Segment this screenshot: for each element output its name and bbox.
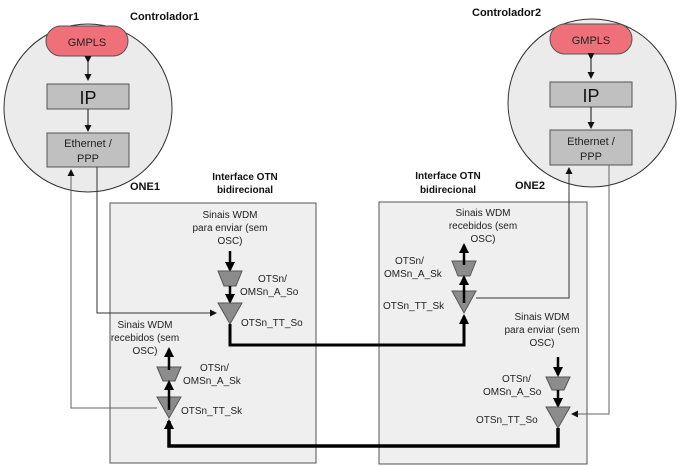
interface-2-title-line1: Interface OTN [415, 171, 481, 182]
controller-1-ethernet-line1: Ethernet / [64, 138, 113, 150]
interface-2-recv-line2: recebidos (sem [449, 221, 517, 232]
one1-label: ONE1 [130, 181, 160, 193]
interface-1-a-sk-adapter [156, 366, 182, 382]
interface-2-a-sk-adapter [451, 260, 477, 277]
interface-1-a-sk-line1: OTSn/ [200, 363, 229, 374]
controller-1-ethernet [46, 132, 130, 168]
interface-1-a-so-line1: OTSn/ [258, 274, 287, 285]
link-eth1-to-tt-so1 [96, 167, 217, 317]
interface-1-box [109, 202, 317, 464]
interface-1-recv-line1: Sinais WDM [117, 320, 172, 331]
interface-2-a-sk-line1: OTSn/ [395, 256, 424, 267]
interface-1-title-line1: Interface OTN [212, 172, 278, 183]
controller-2: Controlador2 GMPLS IP Ethernet / PPP ONE… [472, 7, 677, 192]
controller-1-ip-label: IP [79, 88, 96, 108]
interface-2-box [378, 201, 588, 465]
interface-1-tt-sk-label: OTSn_TT_Sk [181, 406, 243, 417]
interface-1-a-so-adapter [217, 270, 243, 287]
controller-1-title: Controlador1 [130, 11, 199, 23]
interface-1-recv-line2: recebidos (sem [111, 333, 179, 344]
optical-link-one2-to-one1 [164, 419, 560, 448]
controller-2-ip [549, 81, 633, 108]
interface-2-send-line1: Sinais WDM [514, 312, 569, 323]
interface-2-recv-line1: Sinais WDM [455, 208, 510, 219]
link-tt-sk2-to-eth2 [476, 167, 573, 299]
controller-1-ethernet-line2: PPP [77, 153, 99, 165]
interface-2-tt-so-label: OTSn_TT_So [476, 415, 538, 426]
controller-1-gmpls-label: GMPLS [68, 37, 107, 49]
interface-2: Interface OTN bidirecional Sinais WDM re… [378, 171, 588, 465]
interface-1-tt-so-triangle [217, 302, 243, 326]
interface-2-title-line2: bidirecional [420, 185, 476, 196]
interface-2-a-so-adapter [545, 376, 571, 391]
controller-2-ethernet-line1: Ethernet / [567, 136, 616, 148]
interface-2-send-line3: OSC) [530, 338, 555, 349]
one2-label: ONE2 [515, 180, 545, 192]
controller-2-ethernet [549, 129, 633, 166]
interface-2-tt-sk-label: OTSn_TT_Sk [383, 301, 445, 312]
interface-1-send-line2: para enviar (sem [192, 223, 267, 234]
controller-2-title: Controlador2 [472, 7, 541, 19]
interface-2-a-so-line1: OTSn/ [502, 374, 531, 385]
link-eth2-to-tt-so2 [571, 165, 610, 418]
link-tt-sk1-to-eth1 [67, 169, 157, 409]
interface-1-a-sk-line2: OMSn_A_Sk [183, 376, 242, 387]
interface-1-recv-line3: OSC) [133, 346, 158, 357]
interface-2-tt-so-triangle [545, 406, 571, 430]
interface-1-title-line2: bidirecional [217, 185, 273, 196]
optical-link-one1-to-one2 [228, 314, 469, 347]
controller-1: Controlador1 GMPLS IP Ethernet / PPP ONE… [3, 11, 199, 193]
interface-1-a-so-line2: OMSn_A_So [240, 287, 299, 298]
controller-2-gmpls-label: GMPLS [572, 35, 611, 47]
interface-1-send-line1: Sinais WDM [202, 210, 257, 221]
interface-1-tt-so-label: OTSn_TT_So [241, 318, 303, 329]
interface-2-send-line2: para enviar (sem [504, 325, 579, 336]
interface-2-a-so-line2: OMSn_A_So [483, 387, 542, 398]
interface-1-send-line3: OSC) [218, 236, 243, 247]
interface-2-a-sk-line2: OMSn_A_Sk [384, 269, 443, 280]
interface-1: Interface OTN bidirecional Sinais WDM pa… [109, 172, 317, 464]
interface-2-recv-line3: OSC) [471, 234, 496, 245]
controller-2-ethernet-line2: PPP [580, 151, 602, 163]
controller-2-ip-label: IP [582, 86, 599, 106]
